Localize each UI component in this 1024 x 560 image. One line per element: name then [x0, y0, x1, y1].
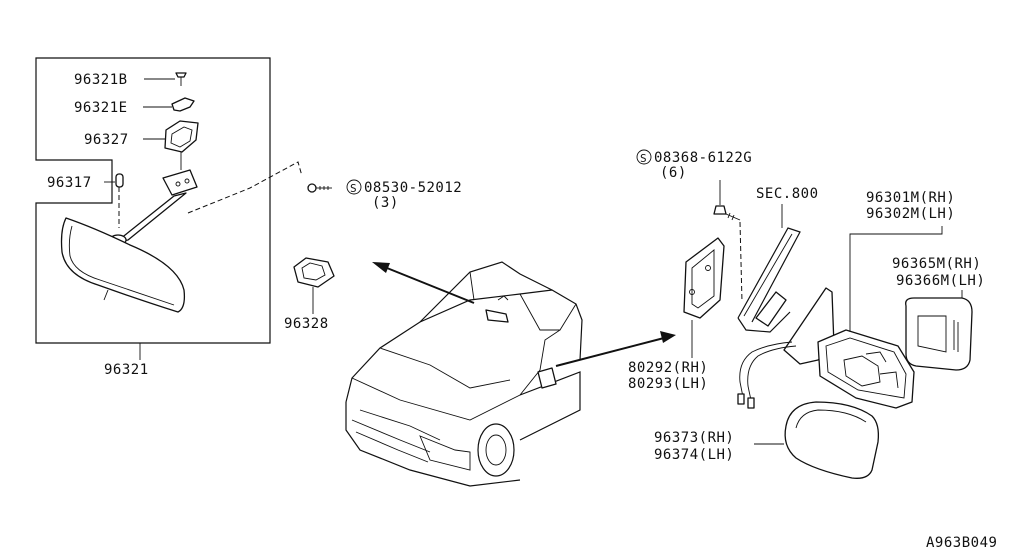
label-08530-52012: 08530-52012: [364, 180, 462, 196]
label-96327: 96327: [84, 132, 129, 148]
dashed-leader-stay-to-bolt: [187, 161, 303, 214]
label-96321e: 96321E: [74, 100, 128, 116]
label-80293: 80293(LH): [628, 376, 708, 392]
label-96317: 96317: [47, 175, 92, 191]
mirror-glass-96365m-part: [905, 297, 973, 371]
arrow-head-door: [660, 331, 676, 343]
pin-96317-part: [115, 173, 124, 228]
bolt-08368-part: [713, 205, 743, 303]
label-96328: 96328: [284, 316, 329, 332]
label-96301m: 96301M(RH): [866, 190, 955, 206]
bracket-line-96301m: [849, 226, 943, 332]
label-sec800: SEC.800: [756, 186, 819, 202]
label-96321b: 96321B: [74, 72, 128, 88]
label-08368-6122g: 08368-6122G: [654, 150, 752, 166]
interior-mirror-body: [60, 217, 186, 313]
arrow-head-interior: [372, 262, 390, 273]
label-96374: 96374(LH): [654, 447, 734, 463]
door-frame-sec800: [737, 227, 801, 333]
bolt-08530-part: [307, 183, 332, 193]
label-96302m: 96302M(LH): [866, 206, 955, 222]
mirror-cover-96373-part: [784, 401, 880, 479]
label-96365m: 96365M(RH): [892, 256, 981, 272]
cover-96328-part: [293, 257, 335, 314]
wire-harness-part: [737, 341, 797, 409]
bracket-96327-part: [164, 120, 199, 170]
clip-96321e-part: [171, 97, 195, 112]
arrow-to-door-mirror: [555, 337, 665, 367]
vehicle-illustration: [345, 261, 583, 487]
label-96373: 96373(RH): [654, 430, 734, 446]
corner-finisher-80292-part: [683, 237, 725, 319]
screw-symbol-2: S: [640, 152, 647, 165]
interior-mirror-group-frame: [35, 57, 271, 344]
diagram-code: A963B049: [926, 535, 997, 551]
mirror-assembly-96301m-part: [817, 329, 915, 409]
arrow-to-interior-mirror: [381, 265, 475, 304]
label-08368-qty: (6): [660, 165, 687, 181]
screw-symbol-1: S: [350, 182, 357, 195]
label-96366m: 96366M(LH): [896, 273, 985, 289]
screw-symbol-circle-2: [636, 149, 652, 165]
screw-symbol-circle-1: [346, 179, 362, 195]
label-96321: 96321: [104, 362, 149, 378]
label-08530-qty: (3): [372, 195, 399, 211]
label-80292: 80292(RH): [628, 360, 708, 376]
screw-96321b-part: [175, 72, 187, 86]
